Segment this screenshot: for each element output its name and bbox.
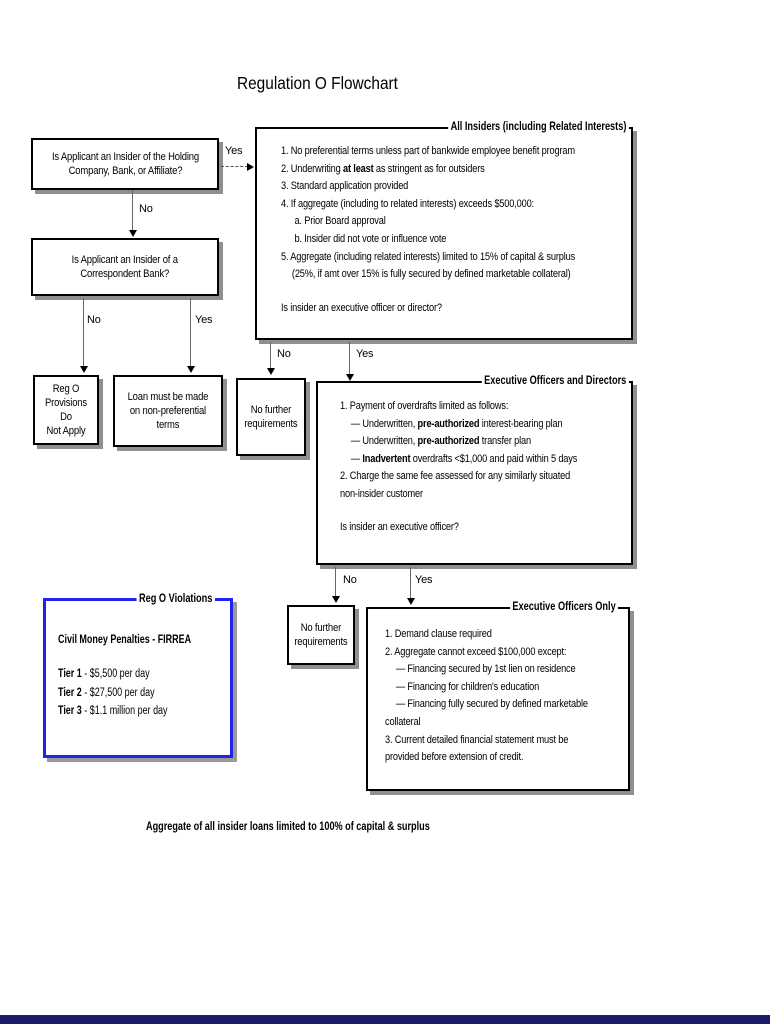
list-item: 1. Demand clause required [385,628,492,640]
node-correspondent-bank-question: Is Applicant an Insider of a Corresponde… [31,238,219,296]
list-item: — Financing for children's education [395,680,540,693]
connector-holding-to-correspondent [132,190,133,230]
violations-tier-list: Tier 1 - $5,500 per day Tier 2 - $27,500… [58,665,168,721]
list-item: 5. Aggregate (including related interest… [281,250,576,263]
all-insiders-list: 1. No preferential terms unless part of … [281,143,575,284]
list-item: 2. Aggregate cannot exceed $100,000 exce… [385,645,567,658]
edge-label-yes-allinsiders: Yes [356,348,374,360]
node-no-further-1-text: No further requirements [244,404,298,430]
connector-correspondent-to-notapply [83,298,84,366]
edge-label-yes-correspondent: Yes [195,314,213,326]
list-item: 4. If aggregate (including to related in… [281,197,534,210]
page-title: Regulation O Flowchart [237,73,398,93]
connector-allinsiders-to-execdir [349,342,350,374]
violations-heading: Civil Money Penalties - FIRREA [58,634,192,646]
group-all-insiders: All Insiders (including Related Interest… [255,121,633,340]
group-all-insiders-title: All Insiders (including Related Interest… [448,121,629,133]
node-non-preferential-terms: Loan must be made on non-preferential te… [113,375,223,447]
list-item: 2. Charge the same fee assessed for any … [340,470,571,483]
edge-label-no-correspondent: No [87,314,101,326]
list-item: — Inadvertent overdrafts <$1,000 and pai… [350,452,578,465]
node-holding-company-text: Is Applicant an Insider of the Holding C… [51,151,199,177]
node-no-further-requirements-1: No further requirements [236,378,306,456]
arrowhead-down-correspondent [129,230,137,237]
arrowhead-down-nofurther2 [332,596,340,603]
node-correspondent-bank-text: Is Applicant an Insider of a Corresponde… [71,254,179,280]
list-item: a. Prior Board approval [294,215,386,228]
node-no-further-2-text: No further requirements [294,622,348,648]
node-rego-not-apply: Reg O Provisions Do Not Apply [33,375,99,445]
list-item: — Underwritten, pre-authorized transfer … [350,435,531,448]
list-item: — Financing fully secured by defined mar… [395,698,588,711]
list-item: (25%, if amt over 15% is fully secured b… [291,268,571,281]
arrowhead-down-execdir [346,374,354,381]
node-non-preferential-terms-text: Loan must be made on non-preferential te… [127,391,209,431]
edge-label-yes-execdir: Yes [415,574,433,586]
list-item: provided before extension of credit. [385,751,524,764]
node-holding-company-question: Is Applicant an Insider of the Holding C… [31,138,219,190]
exec-officers-directors-list: 1. Payment of overdrafts limited as foll… [340,398,577,504]
list-item: b. Insider did not vote or influence vot… [294,232,447,245]
group-exec-officers-directors: Executive Officers and Directors 1. Paym… [316,375,633,565]
node-no-further-requirements-2: No further requirements [287,605,355,665]
connector-allinsiders-to-nofurther1 [270,342,271,368]
list-item: — Underwritten, pre-authorized interest-… [350,417,563,430]
list-item: Tier 2 - $27,500 per day [58,686,155,699]
list-item: Tier 1 - $5,500 per day [58,668,150,680]
connector-correspondent-to-nonpref [190,298,191,366]
arrowhead-down-nonpref [187,366,195,373]
list-item: 3. Standard application provided [281,180,409,193]
list-item: — Financing secured by 1st lien on resid… [395,663,576,676]
footnote: Aggregate of all insider loans limited t… [146,819,430,833]
all-insiders-question: Is insider an executive officer or direc… [281,302,442,314]
edge-label-no-execdir: No [343,574,357,586]
connector-holding-to-allinsiders [221,166,248,167]
edge-label-no-holding: No [139,203,153,215]
edge-label-yes-holding: Yes [225,145,243,157]
page-bottom-bar [0,1015,770,1024]
node-rego-not-apply-text: Reg O Provisions Do Not Apply [45,383,87,437]
list-item: non-insider customer [340,487,423,500]
connector-execdir-to-nofurther2 [335,567,336,596]
exec-officers-directors-question: Is insider an executive officer? [340,521,459,533]
list-item: 3. Current detailed financial statement … [385,733,569,746]
group-exec-officers-only-title: Executive Officers Only [509,601,618,613]
exec-officers-only-list: 1. Demand clause required 2. Aggregate c… [385,626,588,767]
list-item: collateral [385,715,421,728]
arrowhead-down-nofurther1 [267,368,275,375]
arrowhead-right-allinsiders [247,163,254,171]
list-item: 1. No preferential terms unless part of … [281,145,575,157]
edge-label-no-allinsiders: No [277,348,291,360]
group-exec-officers-only: Executive Officers Only 1. Demand clause… [366,601,630,791]
group-exec-officers-directors-title: Executive Officers and Directors [482,375,629,387]
violations-box: Reg O Violations Civil Money Penalties -… [43,593,233,758]
connector-execdir-to-execonly [410,567,411,598]
list-item: 1. Payment of overdrafts limited as foll… [340,400,509,412]
list-item: Tier 3 - $1.1 million per day [58,705,168,717]
arrowhead-down-notapply [80,366,88,373]
list-item: 2. Underwriting at least as stringent as… [281,162,485,175]
arrowhead-down-execonly [407,598,415,605]
violations-box-title: Reg O Violations [136,593,215,605]
